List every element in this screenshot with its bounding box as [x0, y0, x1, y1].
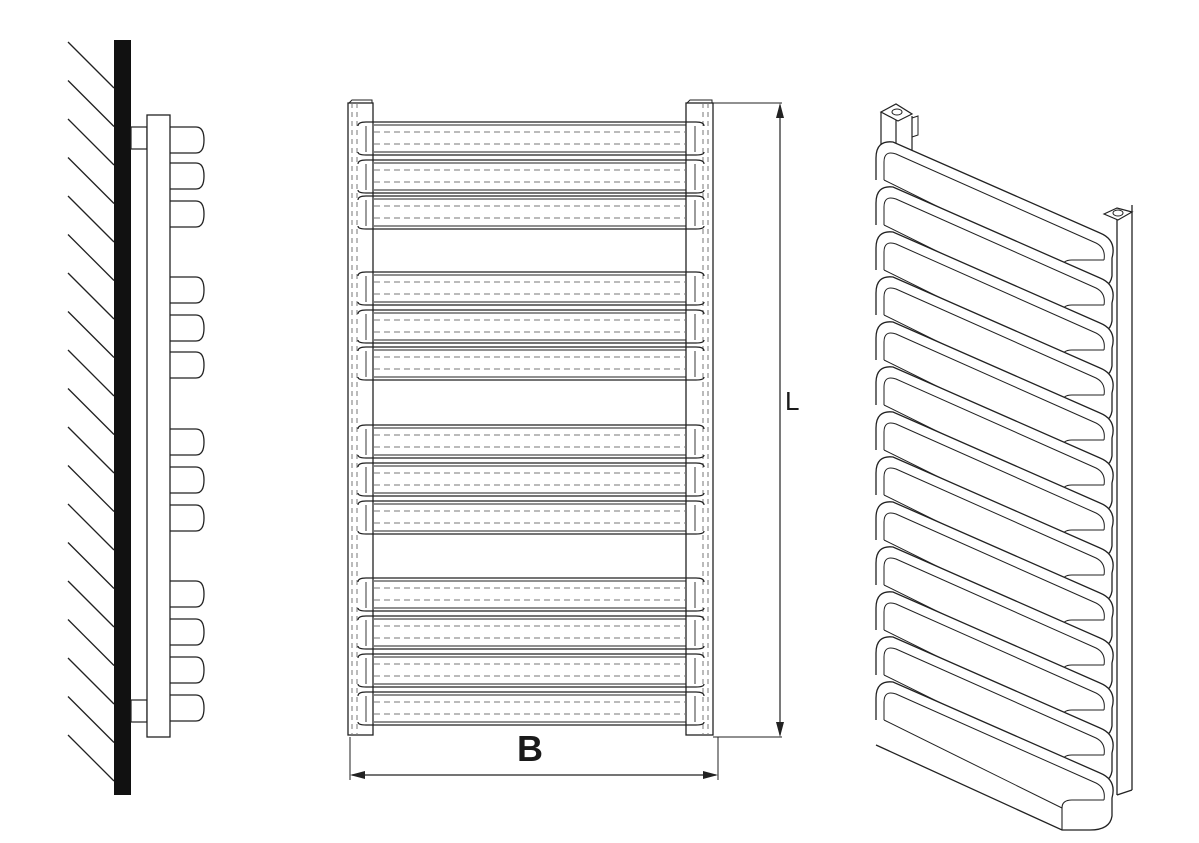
- iso-tube-inner-edge: [883, 377, 1105, 486]
- wall-hatch-line: [67, 388, 115, 435]
- iso-collector-port: [891, 108, 903, 116]
- iso-tube-inner-edge: [883, 332, 1105, 441]
- iso-tube-inner-edge: [883, 602, 1105, 711]
- wall-hatch-line: [67, 465, 115, 512]
- front-view: [347, 99, 714, 736]
- front-tube-top-edge: [357, 309, 705, 315]
- wall-hatch-line: [67, 272, 115, 320]
- iso-tube-inner-edge: [883, 152, 1105, 261]
- wall-hatch-line: [67, 657, 115, 705]
- iso-tube-inner-edge: [883, 422, 1105, 531]
- iso-tube-inner-edge: [883, 557, 1105, 666]
- side-tube-profile: [170, 656, 205, 684]
- front-tube-top-edge: [357, 500, 705, 506]
- wall-bracket-bottom: [130, 699, 148, 723]
- side-tube-profile: [170, 314, 205, 342]
- front-tube-bottom-edge: [357, 454, 705, 459]
- front-tube-bottom-edge: [357, 339, 705, 344]
- front-tube-top-edge: [357, 424, 705, 430]
- front-tube-bottom-edge: [357, 225, 705, 230]
- front-tube-top-edge: [357, 271, 705, 277]
- wall-hatch-line: [67, 195, 115, 243]
- wall-hatch-line: [67, 619, 115, 666]
- length-dimension-label: L: [785, 386, 800, 416]
- iso-tube-lower-edge: [883, 719, 1063, 809]
- right-collector: [685, 102, 714, 736]
- dimension-arrow: [350, 771, 365, 779]
- left-collector-cap: [348, 99, 373, 104]
- iso-back-port-stub: [911, 115, 919, 138]
- side-collector: [146, 114, 171, 738]
- side-tube-profile: [170, 351, 205, 379]
- side-tube-profile: [170, 428, 205, 456]
- side-tube-profile: [170, 276, 205, 304]
- isometric-view: [875, 103, 1134, 831]
- iso-front-collector-bottom: [1116, 789, 1133, 796]
- iso-collector-port: [1112, 209, 1124, 217]
- iso-tube-outline: [875, 681, 1114, 831]
- wall-hatch-line: [67, 542, 115, 589]
- front-tube-top-edge: [357, 346, 705, 352]
- iso-tube: [875, 681, 1114, 831]
- front-tube-top-edge: [357, 653, 705, 659]
- wall-hatch-line: [67, 311, 115, 358]
- front-tube-bottom-edge: [357, 607, 705, 612]
- iso-tube-inner-edge: [883, 287, 1105, 396]
- wall-hatch-line: [67, 41, 115, 89]
- front-tube-bottom-edge: [357, 683, 705, 688]
- wall-hatch-line: [67, 696, 115, 743]
- front-tube-top-edge: [357, 121, 705, 127]
- iso-tube-inner-edge: [883, 692, 1105, 801]
- wall-hatch-line: [67, 580, 115, 628]
- wall-hatch-line: [67, 118, 115, 166]
- left-collector: [347, 102, 374, 736]
- wall-hatch-line: [67, 234, 115, 281]
- wall-bracket-top: [130, 126, 148, 150]
- front-tube-top-edge: [357, 159, 705, 165]
- iso-tube-inner-edge: [883, 647, 1105, 756]
- width-dimension-label: B: [517, 728, 543, 769]
- iso-back-collector-top: [879, 103, 914, 122]
- front-tube-top-edge: [357, 577, 705, 583]
- front-tube-bottom-edge: [357, 376, 705, 381]
- side-tube-profile: [170, 618, 205, 646]
- front-tube-bottom-edge: [357, 645, 705, 650]
- front-tube-bottom-edge: [357, 151, 705, 156]
- front-tube-bottom-edge: [357, 189, 705, 194]
- iso-tube-inner-edge: [883, 197, 1105, 306]
- dimension-arrow: [776, 722, 784, 737]
- front-tube-bottom-edge: [357, 530, 705, 535]
- iso-tube-inner-edge: [883, 467, 1105, 576]
- side-tube-profile: [170, 694, 205, 722]
- wall-hatch-line: [67, 734, 115, 782]
- side-tube-profile: [170, 504, 205, 532]
- front-tube-top-edge: [357, 462, 705, 468]
- dimension-arrow: [776, 103, 784, 118]
- side-tube-profile: [170, 126, 205, 154]
- front-tube-bottom-edge: [357, 721, 705, 726]
- front-tube-bottom-edge: [357, 301, 705, 306]
- front-tube-top-edge: [357, 615, 705, 621]
- wall-hatch-line: [67, 349, 115, 397]
- side-tube-profile: [170, 580, 205, 608]
- iso-tube-inner-edge: [883, 242, 1105, 351]
- iso-tube-inner-edge: [883, 512, 1105, 621]
- front-tube-top-edge: [357, 195, 705, 201]
- front-tube-bottom-edge: [357, 492, 705, 497]
- side-view: [67, 40, 205, 795]
- dimension-lines: [349, 102, 784, 780]
- dimension-arrow: [703, 771, 718, 779]
- side-tube-profile: [170, 162, 205, 190]
- iso-front-collector-top: [1102, 207, 1134, 221]
- wall: [114, 40, 131, 795]
- side-tube-profile: [170, 200, 205, 228]
- right-collector-cap: [686, 99, 713, 104]
- wall-hatch-line: [67, 157, 115, 204]
- wall-hatch-line: [67, 503, 115, 551]
- side-tube-profile: [170, 466, 205, 494]
- wall-hatch-line: [67, 426, 115, 474]
- front-tube-top-edge: [357, 691, 705, 697]
- wall-hatch-line: [67, 80, 115, 127]
